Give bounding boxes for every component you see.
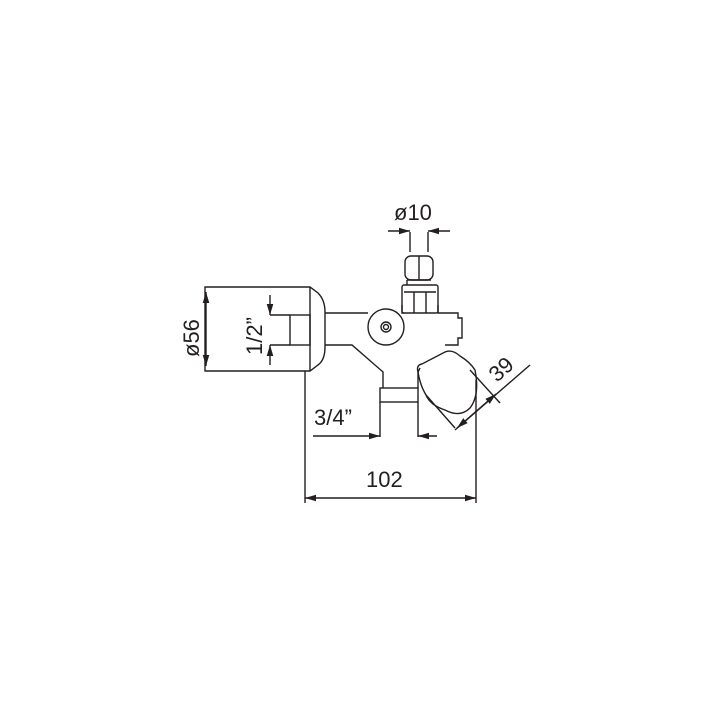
dim-overall-width: 102 — [366, 467, 403, 492]
cap-outline — [204, 286, 326, 372]
valve-body — [204, 255, 478, 437]
dim-outlet-diameter: ø10 — [394, 200, 432, 225]
dimension-lines — [202, 227, 531, 503]
knob — [367, 308, 405, 346]
dim-thread-left: 1/2” — [242, 317, 267, 355]
dim-thread-bottom: 3/4” — [314, 405, 352, 430]
dim-head-size: 39 — [484, 352, 519, 387]
pipe-nut — [379, 387, 419, 403]
spray-head — [416, 350, 478, 415]
dim-cap-diameter: ø56 — [179, 319, 204, 357]
lower-nut — [401, 284, 439, 314]
thread-insert — [289, 314, 311, 346]
